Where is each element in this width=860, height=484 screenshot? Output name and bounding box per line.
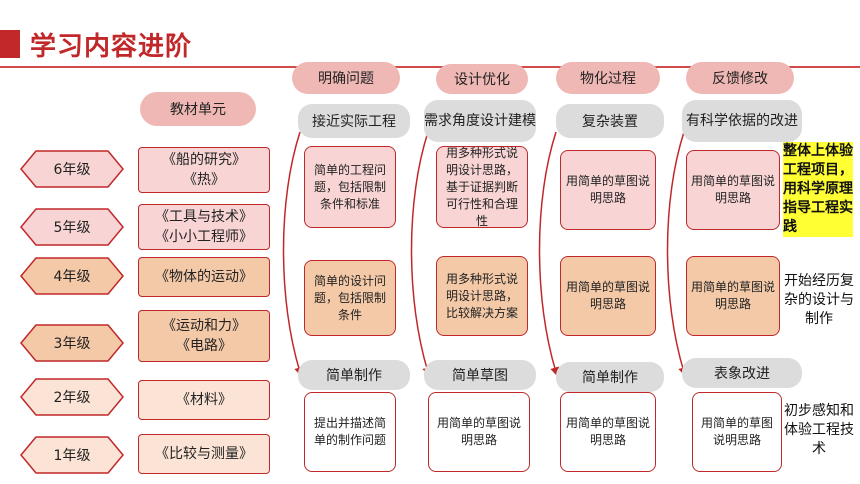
title-divider xyxy=(0,66,860,68)
grade-4-label: 4年级 xyxy=(53,269,91,285)
card-col4-high: 用简单的草图说明思路 xyxy=(686,150,780,230)
grade-4: 4年级 xyxy=(20,257,124,295)
level-bottom-col1: 简单制作 xyxy=(298,360,410,390)
level-bottom-col3: 简单制作 xyxy=(556,362,664,392)
note-low-level: 初步感知和体验工程技术 xyxy=(784,403,854,457)
level-top-col3: 复杂装置 xyxy=(556,104,664,138)
book-title: 《材料》 xyxy=(176,392,232,408)
card-col2-high: 用多种形式说明设计思路，基于证据判断可行性和合理性 xyxy=(436,146,528,228)
level-top-col1: 接近实际工程 xyxy=(298,104,410,138)
card-col3-high: 用简单的草图说明思路 xyxy=(560,150,656,230)
stage-materialize: 物化过程 xyxy=(556,62,660,94)
arc-col2 xyxy=(410,131,431,377)
book-grade-3: 《运动和力》 《电路》 xyxy=(138,310,270,362)
card-col2-mid: 用多种形式说明设计思路，比较解决方案 xyxy=(436,256,528,336)
title-accent-bar xyxy=(0,30,20,58)
grade-2-label: 2年级 xyxy=(53,390,91,406)
grade-6: 6年级 xyxy=(20,150,124,188)
book-title: 《比较与测量》 xyxy=(155,446,253,462)
book-grade-5: 《工具与技术》 《小小工程师》 xyxy=(138,204,270,250)
card-col1-high: 简单的工程问题，包括限制条件和标准 xyxy=(304,146,396,228)
card-col2-low: 用简单的草图说明思路 xyxy=(428,392,530,472)
level-bottom-col4: 表象改进 xyxy=(682,358,802,388)
stage-design-optimize: 设计优化 xyxy=(436,64,528,94)
card-col3-mid: 用简单的草图说明思路 xyxy=(560,256,656,336)
note-mid-level: 开始经历复杂的设计与制作 xyxy=(784,273,854,327)
page-title: 学习内容进阶 xyxy=(30,32,193,62)
level-bottom-col2: 简单草图 xyxy=(424,360,536,390)
book-title: 《物体的运动》 xyxy=(155,269,253,285)
grade-5: 5年级 xyxy=(20,208,124,246)
book-title: 《小小工程师》 xyxy=(155,229,253,245)
grade-1: 1年级 xyxy=(20,436,124,474)
grade-3-label: 3年级 xyxy=(53,336,91,352)
arc-col4 xyxy=(666,131,687,377)
level-top-col4: 有科学依据的改进 xyxy=(682,100,802,142)
book-grade-1: 《比较与测量》 xyxy=(138,434,270,474)
stage-feedback: 反馈修改 xyxy=(686,62,794,94)
book-title: 《船的研究》 xyxy=(162,152,246,168)
stage-define-problem: 明确问题 xyxy=(292,62,400,94)
grade-6-label: 6年级 xyxy=(53,162,91,178)
card-col1-low: 提出并描述简单的制作问题 xyxy=(304,392,396,472)
textbook-unit-header: 教材单元 xyxy=(140,92,256,126)
level-top-col2: 需求角度设计建模 xyxy=(424,100,536,142)
grade-5-label: 5年级 xyxy=(53,220,91,236)
book-title: 《运动和力》 xyxy=(162,318,246,334)
arc-col1 xyxy=(282,131,303,377)
card-col4-low: 用简单的草图说明思路 xyxy=(692,392,782,472)
grade-2: 2年级 xyxy=(20,378,124,416)
note-high-level: 整体上体验工程项目，用科学原理指导工程实践 xyxy=(783,142,853,237)
card-col3-low: 用简单的草图说明思路 xyxy=(560,392,656,472)
grade-3: 3年级 xyxy=(20,324,124,362)
book-title: 《热》 xyxy=(183,172,225,188)
book-grade-2: 《材料》 xyxy=(138,380,270,420)
arc-col3 xyxy=(538,131,559,377)
card-col1-mid: 简单的设计问题，包括限制条件 xyxy=(304,260,396,336)
book-grade-6: 《船的研究》 《热》 xyxy=(138,147,270,193)
book-title: 《工具与技术》 xyxy=(155,209,253,225)
book-title: 《电路》 xyxy=(176,338,232,354)
card-col4-mid: 用简单的草图说明思路 xyxy=(686,256,780,336)
grade-1-label: 1年级 xyxy=(53,448,91,464)
book-grade-4: 《物体的运动》 xyxy=(138,257,270,297)
